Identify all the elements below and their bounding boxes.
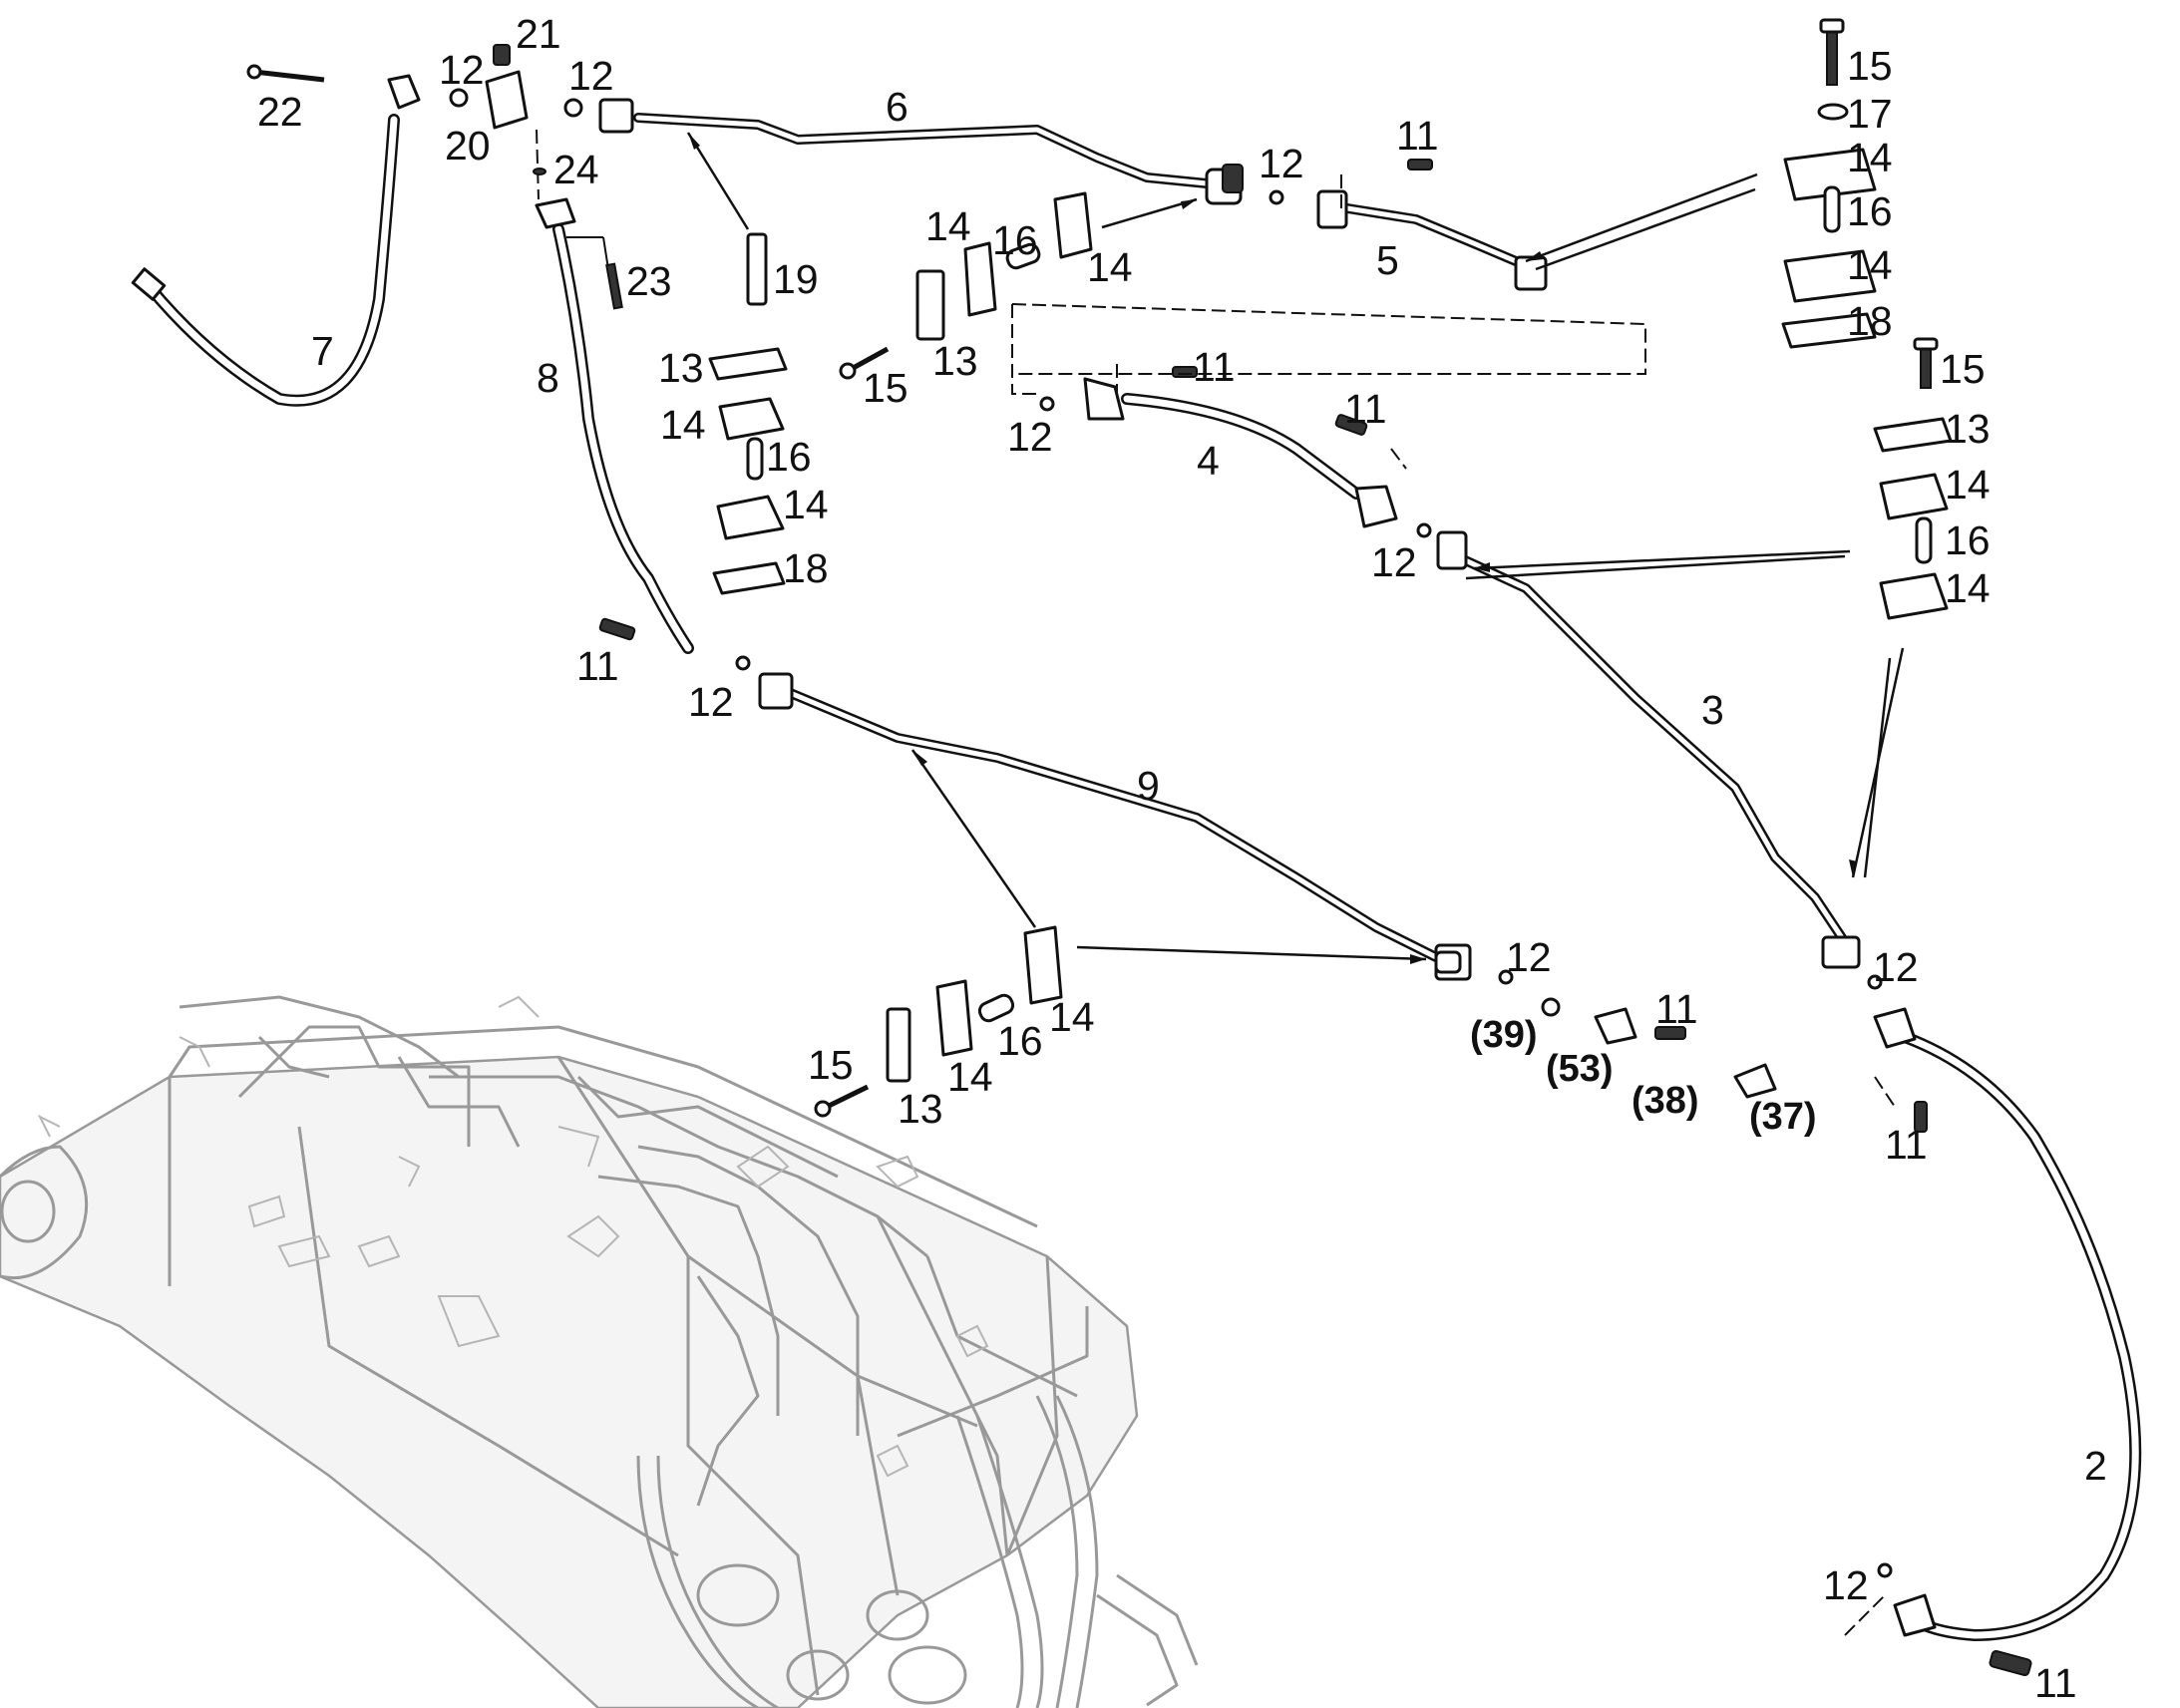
callout-12: 12 bbox=[688, 679, 734, 725]
callout-15: 15 bbox=[808, 1042, 854, 1088]
callout-14: 14 bbox=[1847, 135, 1893, 180]
pipe-9 bbox=[758, 672, 1472, 981]
callout-4: 4 bbox=[1197, 438, 1220, 484]
clamp-cluster-bottom bbox=[814, 925, 1063, 1118]
reference-38: (38) bbox=[1632, 1080, 1699, 1122]
reference-53: (53) bbox=[1546, 1048, 1614, 1090]
alignment-lines bbox=[1011, 174, 1896, 1636]
callout-13: 13 bbox=[658, 345, 704, 391]
callout-11: 11 bbox=[1885, 1122, 1928, 1168]
callout-5: 5 bbox=[1376, 237, 1399, 283]
callout-12: 12 bbox=[1007, 414, 1053, 460]
callout-16: 16 bbox=[1945, 517, 1991, 563]
hose-7 bbox=[131, 114, 400, 407]
reference-39: (39) bbox=[1470, 1014, 1538, 1056]
callout-2: 2 bbox=[2084, 1443, 2107, 1489]
callout-12: 12 bbox=[1823, 1562, 1869, 1608]
callout-11: 11 bbox=[1193, 344, 1236, 390]
callout-11: 11 bbox=[576, 643, 619, 689]
callout-11: 11 bbox=[2034, 1660, 2077, 1706]
callout-7: 7 bbox=[311, 328, 334, 374]
callout-14: 14 bbox=[1945, 462, 1991, 508]
reference-labels: (39) (53) (38) (37) bbox=[1470, 1014, 1817, 1138]
boom-assembly-ghost bbox=[0, 995, 1199, 1708]
pipe-3 bbox=[1436, 530, 1861, 969]
callout-11: 11 bbox=[1396, 113, 1439, 159]
callout-23: 23 bbox=[626, 258, 672, 304]
callout-22: 22 bbox=[257, 89, 303, 135]
clamp-stack-left bbox=[708, 232, 788, 595]
callout-16: 16 bbox=[992, 217, 1038, 263]
callout-14: 14 bbox=[660, 402, 706, 448]
pipe-5 bbox=[1316, 189, 1548, 291]
callout-14: 14 bbox=[1049, 994, 1095, 1040]
fasteners bbox=[598, 159, 2032, 1677]
block-20 bbox=[485, 70, 529, 130]
callout-15: 15 bbox=[1847, 43, 1893, 89]
callout-12: 12 bbox=[1259, 141, 1304, 186]
callout-24: 24 bbox=[553, 147, 599, 192]
callout-3: 3 bbox=[1701, 687, 1724, 733]
callout-13: 13 bbox=[898, 1086, 943, 1132]
hose-2 bbox=[1873, 1007, 2142, 1641]
callout-14: 14 bbox=[783, 482, 829, 527]
hose-8 bbox=[535, 197, 694, 654]
callout-12: 12 bbox=[439, 47, 485, 93]
callout-14: 14 bbox=[1087, 244, 1133, 290]
callout-19: 19 bbox=[773, 256, 819, 302]
clamp-stack-right-upper bbox=[1781, 18, 1877, 349]
callout-8: 8 bbox=[537, 355, 559, 401]
callout-16: 16 bbox=[997, 1018, 1043, 1064]
callout-20: 20 bbox=[445, 123, 491, 169]
pipe-6 bbox=[598, 98, 1243, 205]
callout-12: 12 bbox=[1506, 934, 1552, 980]
callout-21: 21 bbox=[516, 11, 561, 57]
callout-12: 12 bbox=[568, 53, 614, 99]
callout-12: 12 bbox=[1873, 944, 1919, 990]
leader-arrows bbox=[686, 132, 1905, 964]
callout-11: 11 bbox=[1655, 986, 1698, 1032]
callout-13: 13 bbox=[932, 338, 978, 384]
callout-16: 16 bbox=[766, 434, 812, 480]
callout-16: 16 bbox=[1847, 188, 1893, 234]
callout-labels: 22 12 21 12 20 24 6 7 8 23 19 14 16 14 1… bbox=[257, 11, 2107, 1706]
block-20-hardware bbox=[246, 44, 623, 310]
callout-11: 11 bbox=[1344, 386, 1387, 432]
callout-17: 17 bbox=[1847, 91, 1893, 137]
callout-18: 18 bbox=[783, 545, 829, 591]
hose-4 bbox=[1083, 377, 1398, 528]
callout-9: 9 bbox=[1137, 763, 1160, 809]
callout-15: 15 bbox=[1940, 346, 1986, 392]
callout-18: 18 bbox=[1847, 298, 1893, 344]
callout-13: 13 bbox=[1945, 406, 1991, 452]
callout-14: 14 bbox=[1945, 565, 1991, 611]
reference-37: (37) bbox=[1749, 1096, 1817, 1138]
flange-6a bbox=[598, 98, 634, 134]
clamp-cluster-middle bbox=[839, 191, 1093, 380]
callout-12: 12 bbox=[1371, 539, 1417, 585]
callout-6: 6 bbox=[886, 84, 908, 130]
clamp-stack-right-lower bbox=[1873, 337, 1953, 620]
callout-14: 14 bbox=[925, 203, 971, 249]
callout-15: 15 bbox=[863, 365, 908, 411]
callout-14: 14 bbox=[1847, 242, 1893, 288]
callout-14: 14 bbox=[947, 1054, 993, 1100]
